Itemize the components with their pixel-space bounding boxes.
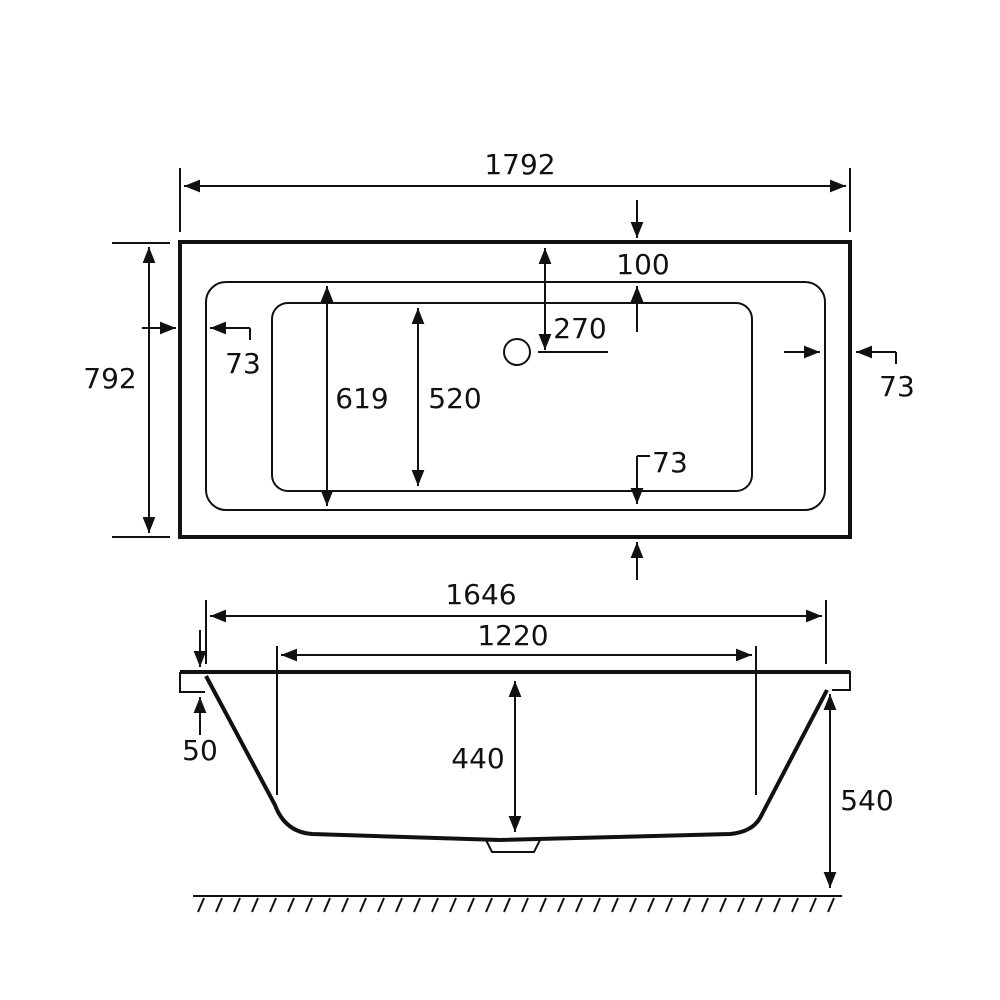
side-tub-body bbox=[204, 675, 829, 843]
floor-hatch-mark bbox=[593, 897, 601, 913]
label-inner-619: 619 bbox=[335, 382, 388, 415]
floor-hatch-mark bbox=[629, 897, 637, 913]
floor-hatch-mark bbox=[575, 897, 583, 913]
dim-rim-top: 100 bbox=[616, 200, 670, 332]
floor-hatch-mark bbox=[557, 897, 565, 913]
floor-hatch-mark bbox=[755, 897, 763, 913]
label-depth: 440 bbox=[451, 742, 504, 775]
floor-hatch-mark bbox=[251, 897, 259, 913]
dim-overall-height: 540 bbox=[823, 694, 894, 888]
floor-hatch-mark bbox=[341, 897, 349, 913]
floor-hatch bbox=[193, 895, 842, 913]
dim-waste-offset: 270 bbox=[538, 248, 608, 353]
plan-outer-outline bbox=[178, 240, 852, 539]
floor-hatch-mark bbox=[323, 897, 331, 913]
side-waste-outlet bbox=[485, 839, 541, 853]
label-rim-bottom: 73 bbox=[652, 446, 688, 479]
dim-rim-left: 73 bbox=[142, 321, 261, 380]
floor-hatch-mark bbox=[413, 897, 421, 913]
dim-depth: 440 bbox=[451, 681, 522, 832]
floor-hatch-mark bbox=[791, 897, 799, 913]
label-waste-offset: 270 bbox=[553, 312, 606, 345]
label-base-length: 1220 bbox=[477, 619, 548, 652]
floor-hatch-mark bbox=[485, 897, 493, 913]
floor-hatch-mark bbox=[305, 897, 313, 913]
label-base-520: 520 bbox=[428, 382, 481, 415]
floor-hatch-mark bbox=[269, 897, 277, 913]
floor-hatch-mark bbox=[431, 897, 439, 913]
floor-hatch-mark bbox=[287, 897, 295, 913]
floor-hatch-mark bbox=[359, 897, 367, 913]
floor-hatch-mark bbox=[683, 897, 691, 913]
label-top-length: 1646 bbox=[445, 578, 516, 611]
dim-rim-bottom: 73 bbox=[630, 446, 688, 580]
floor-hatch-mark bbox=[773, 897, 781, 913]
floor-hatch-mark bbox=[647, 897, 655, 913]
floor-hatch-mark bbox=[197, 897, 205, 913]
floor-hatch-mark bbox=[449, 897, 457, 913]
label-overall-length: 1792 bbox=[484, 148, 555, 181]
dim-inner-619: 619 bbox=[320, 286, 389, 506]
floor-hatch-mark bbox=[377, 897, 385, 913]
floor-hatch-mark bbox=[719, 897, 727, 913]
floor-hatch-mark bbox=[233, 897, 241, 913]
dim-base-length: 1220 bbox=[281, 619, 752, 662]
floor-hatch-mark bbox=[539, 897, 547, 913]
dim-overall-length: 1792 bbox=[179, 148, 851, 232]
waste-hole bbox=[503, 338, 531, 366]
dim-top-length: 1646 bbox=[210, 578, 822, 623]
label-overall-width: 792 bbox=[83, 362, 136, 395]
label-rim-left: 73 bbox=[225, 347, 261, 380]
floor-hatch-mark bbox=[737, 897, 745, 913]
floor-hatch-mark bbox=[503, 897, 511, 913]
plan-base-outline bbox=[271, 302, 753, 492]
dim-overall-width: 792 bbox=[83, 242, 170, 538]
floor-hatch-mark bbox=[521, 897, 529, 913]
floor-hatch-mark bbox=[665, 897, 673, 913]
label-rim-top: 100 bbox=[616, 248, 669, 281]
dim-base-520: 520 bbox=[411, 308, 482, 486]
floor-hatch-mark bbox=[701, 897, 709, 913]
label-rim-right: 73 bbox=[879, 370, 915, 403]
floor-hatch-mark bbox=[395, 897, 403, 913]
side-view: 1646 1220 50 440 540 bbox=[179, 578, 894, 913]
floor-hatch-mark bbox=[611, 897, 619, 913]
floor-hatch-mark bbox=[809, 897, 817, 913]
dim-rim-thickness: 50 bbox=[182, 630, 218, 767]
floor-hatch-mark bbox=[467, 897, 475, 913]
dim-rim-right: 73 bbox=[784, 345, 915, 403]
floor-hatch-mark bbox=[215, 897, 223, 913]
label-overall-height: 540 bbox=[840, 784, 893, 817]
label-rim-thickness: 50 bbox=[182, 734, 218, 767]
floor-hatch-mark bbox=[827, 897, 835, 913]
plan-view: 1792 792 100 270 619 520 bbox=[83, 148, 915, 580]
plan-rim-inner-outline bbox=[205, 281, 826, 511]
